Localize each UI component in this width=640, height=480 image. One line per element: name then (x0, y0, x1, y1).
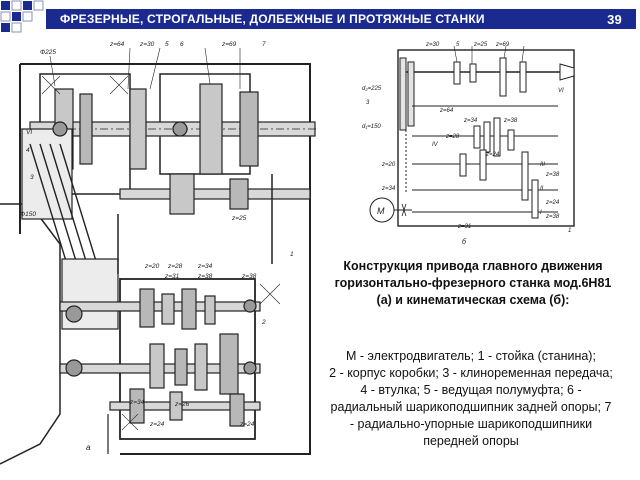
label-b-r2: II (540, 186, 544, 192)
legend-line-2: 2 - корпус коробки; 3 - клиноременная пе… (329, 366, 613, 380)
slide-number: 39 (607, 11, 622, 27)
label-a-z64: z=64 (109, 41, 125, 48)
label-b-r6: VI (558, 88, 564, 94)
slide-header: ФРЕЗЕРНЫЕ, СТРОГАЛЬНЫЕ, ДОЛБЕЖНЫЕ И ПРОТ… (46, 9, 636, 29)
label-a-z30: z=30 (139, 41, 155, 48)
label-a-z38: z=38 (197, 273, 213, 280)
label-a-z24-lower: z=24 (239, 421, 255, 428)
label-b-z34: z=34 (463, 118, 478, 124)
label-a-z28: z=28 (167, 263, 183, 270)
label-b-motor: M (377, 206, 385, 216)
label-a-z34-lower: z=34 (129, 399, 145, 406)
label-a-n3: 3 (30, 174, 34, 181)
slide-title: ФРЕЗЕРНЫЕ, СТРОГАЛЬНЫЕ, ДОЛБЕЖНЫЕ И ПРОТ… (60, 12, 485, 26)
label-b-n5: 5 (456, 42, 460, 48)
label-a-z34: z=34 (197, 263, 213, 270)
label-b-z38: z=38 (503, 118, 518, 124)
label-a-n6: 6 (180, 41, 184, 48)
label-a-z26: z=26 (174, 401, 190, 408)
label-b-n3: 3 (366, 100, 370, 106)
label-a-d225: Ф225 (40, 49, 56, 56)
drawing-b-caption: б (462, 238, 467, 246)
label-a-roman6: VI (26, 129, 32, 136)
label-b-z28: z=28 (445, 134, 460, 140)
caption-line-3: (а) и кинематическая схема (б): (376, 293, 570, 307)
corner-squares-decoration (0, 0, 44, 33)
label-a-d150: Ф150 (20, 211, 36, 218)
label-b-z20: z=20 (381, 162, 396, 168)
legend-line-6: передней опоры (423, 434, 519, 448)
label-b-z38-mid: z=38 (545, 172, 560, 178)
label-b-z30: z=30 (425, 42, 440, 48)
label-b-z34-left: z=34 (381, 186, 396, 192)
label-a-n1: 1 (290, 251, 294, 258)
label-b-z38-low: z=38 (545, 214, 560, 220)
label-b-z69: z=69 (495, 42, 510, 48)
label-b-d150: d₁=150 (362, 124, 381, 130)
caption-line-1: Конструкция привода главного движения (343, 259, 603, 273)
label-a-n4: 4 (26, 147, 30, 154)
label-b-r3: III (540, 162, 545, 168)
legend-line-5: - радиально-упорные шарикоподшипники (349, 417, 593, 431)
figure-caption: Конструкция привода главного движения го… (308, 258, 638, 309)
figure-legend: М - электродвигатель; 1 - стойка (станин… (306, 348, 636, 450)
label-b-z31: z=31 (457, 224, 471, 230)
label-b-d225: d₂=225 (362, 86, 382, 92)
caption-line-2: горизонтально-фрезерного станка мод.6Н81 (334, 276, 612, 290)
label-b-z24-low: z=24 (545, 200, 560, 206)
label-b-r4: IV (432, 142, 439, 148)
label-a-z31: z=31 (164, 273, 180, 280)
label-b-z25: z=25 (473, 42, 488, 48)
label-b-z24: z=24 (485, 152, 500, 158)
drawing-a-caption: а (86, 443, 91, 452)
legend-line-3: 4 - втулка; 5 - ведущая полумуфта; 6 - (360, 383, 582, 397)
legend-line-4: радиальный шарикоподшипник задней опоры;… (330, 400, 612, 414)
legend-line-1: М - электродвигатель; 1 - стойка (станин… (346, 349, 596, 363)
label-a-z24: z=24 (149, 421, 165, 428)
label-a-z20: z=20 (144, 263, 160, 270)
label-a-n2: 2 (261, 319, 266, 326)
label-a-n7: 7 (262, 41, 266, 48)
label-b-r1: I (540, 210, 542, 216)
label-a-z25: z=25 (231, 215, 247, 222)
label-a-z38-right: z=38 (241, 273, 257, 280)
kinematic-scheme-drawing: z=30 5 z=25 z=69 d₂=225 3 z=64 VI d₁=150… (362, 42, 575, 246)
label-a-z69: z=69 (221, 41, 237, 48)
label-b-z64: z=64 (439, 108, 454, 114)
label-a-n5: 5 (165, 41, 169, 48)
label-b-n1: 1 (568, 228, 571, 234)
gearbox-section-drawing: Ф225 z=64 z=30 5 6 z=69 7 VI 4 3 Ф150 z=… (0, 41, 318, 465)
